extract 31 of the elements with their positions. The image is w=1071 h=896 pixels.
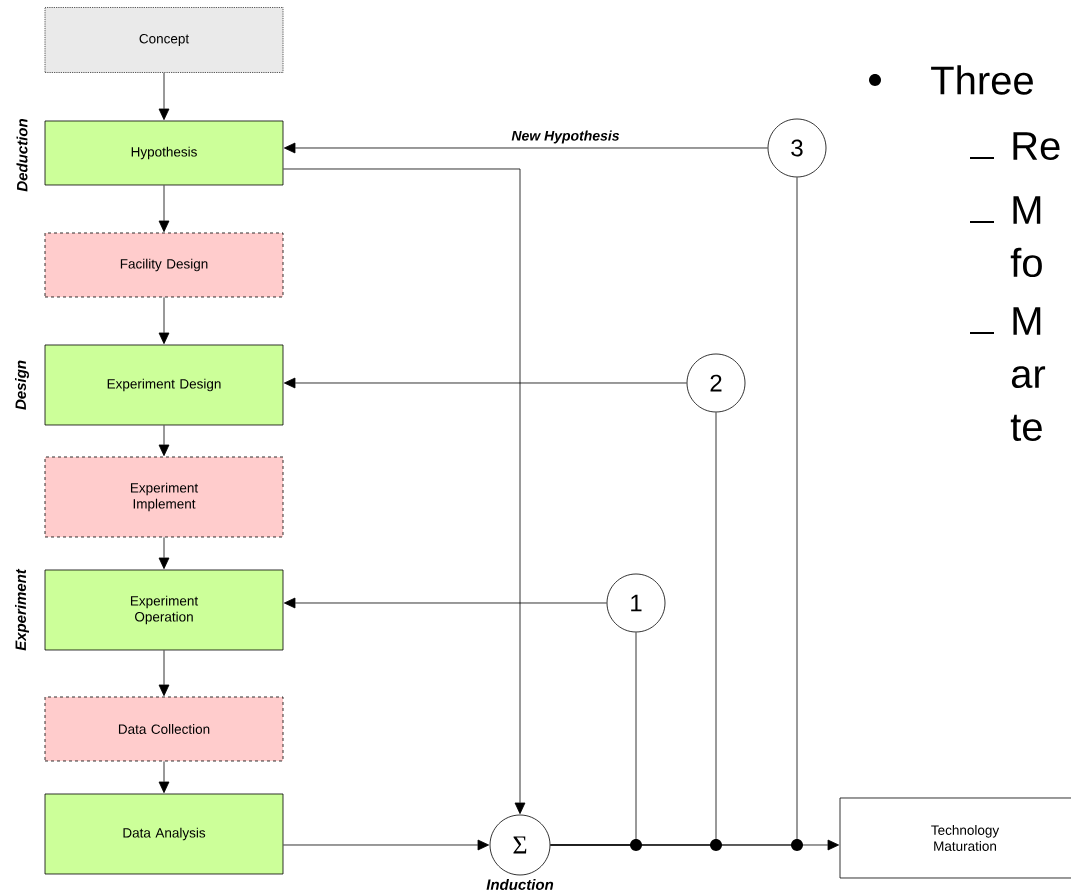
process-box: Data Collection: [44, 696, 284, 762]
arrow: [283, 168, 526, 815]
stage-label: Experiment: [15, 568, 29, 651]
process-box: Experiment Operation: [44, 569, 284, 651]
concept-box: Concept: [44, 7, 284, 73]
process-box: Experiment Design: [44, 344, 284, 426]
stage-label: Deduction: [16, 118, 28, 192]
edge-label: New Hypothesis: [511, 130, 620, 144]
arrow: [158, 537, 170, 570]
process-box: Facility Design: [44, 232, 284, 298]
bullet-text: M ar te: [1010, 307, 1046, 442]
arrow: [283, 142, 768, 154]
arrow: [158, 761, 170, 794]
arrow: [158, 650, 170, 697]
bullet-text: M fo: [1010, 196, 1042, 278]
arrow: [158, 185, 170, 233]
arrow: [283, 377, 687, 389]
arrow: [283, 839, 490, 851]
arrow: [550, 839, 840, 851]
arrow: [158, 72, 170, 121]
arrow: [158, 425, 170, 457]
arrow: [158, 297, 170, 345]
process-box: Data Analysis: [44, 793, 284, 875]
stage-label: Design: [15, 360, 29, 410]
result-box: Technology Maturation: [839, 797, 1071, 879]
process-box: Hypothesis: [44, 120, 284, 186]
side-label: Induction: [486, 878, 554, 890]
bullet-text: Three: [931, 65, 1033, 95]
process-box: Experiment Implement: [44, 456, 284, 538]
bullet-text: Re: [1013, 132, 1060, 161]
arrow: [283, 597, 607, 609]
